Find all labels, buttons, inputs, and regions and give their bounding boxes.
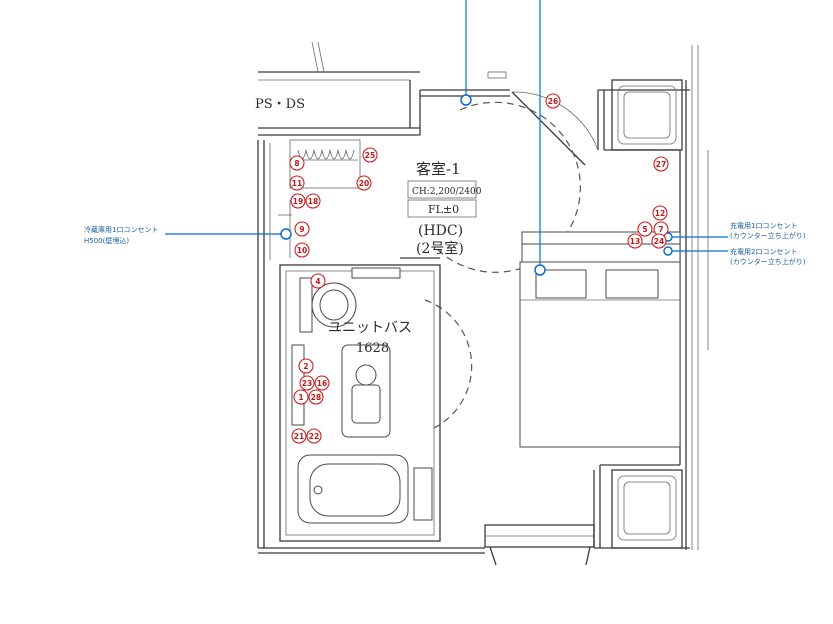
marker-11: 11 (289, 175, 305, 191)
marker-27: 27 (653, 156, 669, 172)
marker-label: 12 (655, 209, 665, 218)
window-bottom (484, 524, 595, 566)
marker-label: 8 (294, 159, 299, 168)
charge2-note: (カウンター立ち上がり) (730, 257, 806, 266)
wheelchair-turning-circle (437, 101, 581, 273)
marker-label: 26 (548, 97, 558, 106)
marker-label: 22 (309, 432, 319, 441)
marker-9: 9 (294, 221, 310, 237)
marker-label: 2 (303, 362, 308, 371)
marker-label: 9 (299, 225, 304, 234)
marker-13: 13 (627, 233, 643, 249)
marker-1: 1 (293, 389, 309, 405)
marker-label: 23 (302, 379, 312, 388)
ps-ds-label: PS・DS (255, 97, 305, 112)
charge2-label: 充電用2口コンセント (730, 247, 797, 256)
bed (519, 261, 681, 448)
floor-level: FL±0 (428, 203, 459, 216)
marker-24: 24 (651, 233, 667, 249)
marker-8: 8 (289, 155, 305, 171)
marker-label: 13 (630, 237, 640, 246)
callout-lines (165, 0, 728, 268)
marker-12: 12 (652, 205, 668, 221)
column-bottom-right (611, 469, 683, 549)
outlet-symbols (280, 94, 673, 276)
room-name: 客室-1 (416, 160, 461, 178)
marker-10: 10 (294, 242, 310, 258)
charge1-label: 充電用1口コンセント (730, 221, 797, 230)
marker-4: 4 (310, 273, 326, 289)
marker-label: 16 (317, 379, 327, 388)
marker-25: 25 (362, 147, 378, 163)
room-type: (HDC) (418, 223, 463, 239)
fridge-outlet-label: 冷蔵庫用1口コンセント (84, 225, 158, 234)
marker-label: 5 (642, 225, 647, 234)
toilet (299, 277, 357, 333)
marker-label: 20 (359, 179, 369, 188)
marker-label: 27 (656, 160, 666, 169)
marker-5: 5 (637, 221, 653, 237)
marker-label: 7 (658, 225, 663, 234)
marker-28: 28 (308, 389, 324, 405)
fridge-outlet-height: H500(壁埋込) (84, 236, 129, 245)
marker-20: 20 (356, 175, 372, 191)
marker-label: 21 (294, 432, 304, 441)
marker-label: 1 (298, 393, 303, 402)
marker-label: 28 (311, 393, 321, 402)
ceiling-height: CH:2,200/2400 (412, 187, 482, 197)
wardrobe (269, 139, 361, 260)
marker-2: 2 (298, 358, 314, 374)
marker-label: 4 (315, 277, 320, 286)
unit-bath (279, 257, 441, 542)
marker-7: 7 (653, 221, 669, 237)
bath-code: 1628 (356, 341, 389, 356)
marker-26: 26 (545, 93, 561, 109)
bath-label: ユニットバス (328, 320, 412, 336)
marker-label: 25 (365, 151, 375, 160)
wheelchair (341, 344, 391, 438)
column-top-right (611, 79, 683, 151)
marker-22: 22 (306, 428, 322, 444)
marker-16: 16 (314, 375, 330, 391)
marker-label: 18 (308, 197, 318, 206)
charge1-note: (カウンター立ち上がり) (730, 231, 806, 240)
marker-19: 19 (290, 193, 306, 209)
marker-label: 11 (292, 179, 302, 188)
marker-label: 10 (297, 246, 307, 255)
marker-21: 21 (291, 428, 307, 444)
marker-label: 19 (293, 197, 303, 206)
bath-turning-circle (424, 299, 473, 431)
room-number: (2号室) (416, 240, 464, 257)
bathtub (297, 454, 433, 524)
marker-label: 24 (654, 237, 664, 246)
marker-18: 18 (305, 193, 321, 209)
marker-23: 23 (299, 375, 315, 391)
ps-ds-shaft (258, 41, 507, 129)
